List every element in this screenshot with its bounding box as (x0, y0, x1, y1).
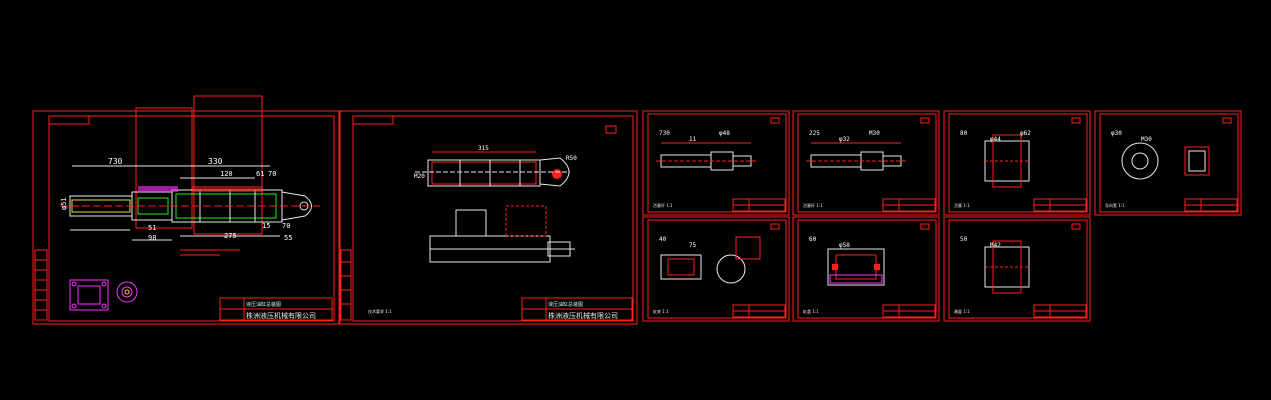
part-outline[interactable] (1121, 142, 1210, 180)
sheet-note: 活塞杆 1:1 (803, 202, 823, 208)
title-block-2: 液压油缸总装图 株洲液压机械有限公司 (521, 297, 633, 321)
dim-label: 80 (960, 130, 968, 137)
part-sheet-s8[interactable]: 60 φ58 缸盖 1:1 (792, 216, 940, 322)
sheet-note: 活塞杆 1:1 (653, 202, 673, 208)
dim-label: 730 (659, 130, 670, 137)
dim-r50: R50 (566, 155, 577, 162)
drawing-name-2: 液压油缸总装图 (548, 301, 583, 308)
dim-330: 330 (208, 157, 223, 166)
dim-label: 225 (809, 130, 820, 137)
part-outline[interactable] (806, 142, 906, 171)
dim-label: 75 (689, 242, 697, 249)
bottom-view[interactable] (429, 205, 575, 263)
dim-315: 315 (478, 145, 489, 152)
dim-label: φ30 (1111, 130, 1122, 137)
ring-detail[interactable] (116, 281, 138, 303)
dim-label: φ32 (839, 136, 850, 143)
dim-label: M30 (1141, 136, 1152, 143)
sheet-note: 导向套 1:1 (1105, 202, 1125, 208)
part-outline[interactable] (984, 134, 1030, 188)
dim-label: M42 (990, 242, 1001, 249)
part-sheet-s7[interactable]: 40 75 缸底 1:1 (642, 216, 790, 322)
part-sheet-s5[interactable]: 80 φ44 φ62 活塞 1:1 (943, 110, 1091, 216)
dim-label: 11 (689, 136, 697, 143)
dim-label: φ62 (1020, 130, 1031, 137)
title-block-1: 液压油缸总装图 株洲液压机械有限公司 (219, 297, 333, 321)
dim-51: 51 (148, 224, 156, 232)
flange-detail[interactable] (69, 279, 109, 311)
company-name-1: 株洲液压机械有限公司 (246, 311, 316, 320)
dim-phi51: φ51 (60, 197, 68, 210)
dim-label: φ48 (719, 130, 730, 137)
dim-m20: M20 (414, 173, 425, 180)
sheet-note: 端盖 1:1 (954, 308, 970, 314)
sheet-note: 缸盖 1:1 (803, 308, 819, 314)
dim-55: 55 (284, 234, 292, 242)
dim-275: 275 (224, 232, 237, 240)
dim-label: M30 (869, 130, 880, 137)
part-outline[interactable] (827, 248, 885, 286)
dim-label: φ44 (990, 136, 1001, 143)
part-sheet-s3[interactable]: 730 11 φ48 活塞杆 1:1 (642, 110, 790, 216)
dim-70-top: 70 (268, 170, 276, 178)
part-sheets[interactable]: 730 11 φ48 活塞杆 1:1 225 φ32 M30 活塞杆 1:1 80 φ44 φ62 活… (642, 110, 1242, 322)
dim-120: 120 (220, 170, 233, 178)
part-outline[interactable] (984, 240, 1030, 294)
sheet2-note: 技术要求 1:1 (368, 308, 392, 314)
dim-label: 50 (960, 236, 968, 243)
dim-730: 730 (108, 157, 123, 166)
cylinder-assembly[interactable] (60, 186, 320, 223)
dim-70-bottom: 70 (282, 222, 290, 230)
sheet-2[interactable]: 315 R50 M20 技术要求 1:1 液压油缸总装图 株洲液压机械有限公司 (338, 110, 638, 325)
sheet-note: 活塞 1:1 (954, 202, 970, 208)
dim-15: 15 (262, 222, 270, 230)
sheet-note: 缸底 1:1 (653, 308, 669, 314)
company-name-2: 株洲液压机械有限公司 (548, 311, 618, 320)
dim-98: 98 (148, 234, 156, 242)
dimension-lines (70, 165, 280, 256)
revision-column (34, 249, 48, 321)
revision-column-2 (340, 249, 352, 321)
dim-label: 40 (659, 236, 667, 243)
sheet-1[interactable]: 730 330 120 61 70 φ51 51 98 275 15 70 55 (32, 95, 341, 325)
part-outline[interactable] (660, 236, 761, 284)
dim-label: φ58 (839, 242, 850, 249)
part-sheet-s4[interactable]: 225 φ32 M30 活塞杆 1:1 (792, 110, 940, 216)
dim-label: 60 (809, 236, 817, 243)
dim-61: 61 (256, 170, 264, 178)
assembly-section-view[interactable] (415, 151, 570, 187)
drawing-name-1: 液压油缸总装图 (246, 301, 281, 308)
part-outline[interactable] (656, 142, 756, 171)
